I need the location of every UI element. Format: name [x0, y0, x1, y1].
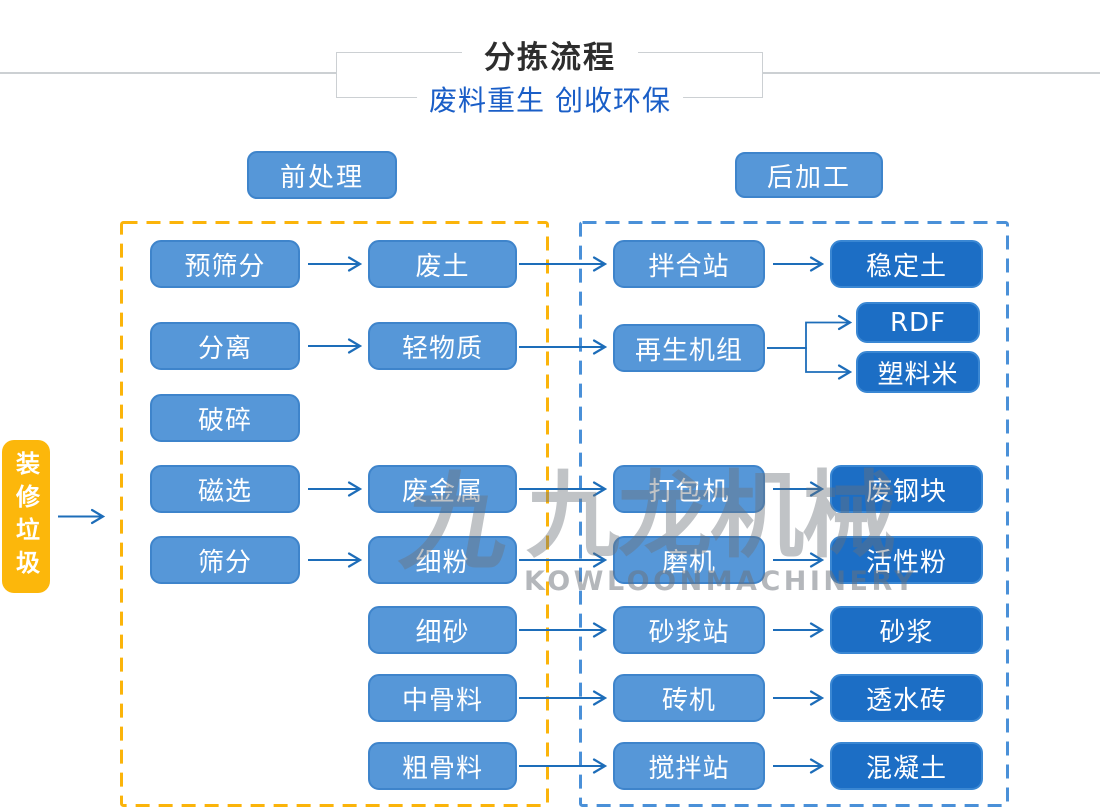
arrowhead-icon	[592, 758, 608, 774]
arrowhead-icon	[90, 508, 106, 525]
arrowhead-icon	[347, 481, 363, 497]
node-sf: 筛分	[150, 536, 300, 584]
node-label: 细粉	[415, 547, 470, 578]
node-label: 磨机	[661, 547, 716, 578]
node-label: 砂浆	[879, 617, 934, 648]
node-label: 废钢块	[865, 476, 947, 507]
arrowhead-icon	[809, 481, 825, 497]
node-label: 搅拌站	[648, 753, 730, 784]
node-ps: 破碎	[150, 394, 300, 442]
preprocessing-dashed-region	[120, 221, 549, 807]
node-jbz: 搅拌站	[613, 742, 765, 790]
node-label: 筛分	[197, 547, 252, 578]
arrowhead-icon	[592, 256, 608, 272]
node-source-decoration-waste: 装修垃圾	[2, 440, 50, 593]
node-zsjz: 再生机组	[613, 324, 765, 372]
node-hnt: 混凝土	[830, 742, 983, 790]
node-label: RDF	[889, 307, 947, 338]
postprocessing-dashed-region	[579, 221, 1009, 807]
node-fl: 分离	[150, 322, 300, 370]
node-sjz: 砂浆站	[613, 606, 765, 654]
node-label: 砖机	[661, 685, 716, 716]
node-label: 废金属	[401, 476, 483, 507]
node-bhz: 拌合站	[613, 240, 765, 288]
flow-line	[767, 347, 848, 373]
node-tsz: 透水砖	[830, 674, 983, 722]
node-zgl: 中骨料	[368, 674, 517, 722]
arrowhead-icon	[592, 339, 608, 355]
section-label-postprocessing: 后加工	[735, 152, 883, 198]
node-label: 打包机	[648, 476, 730, 507]
node-xf2: 细粉	[368, 536, 517, 584]
arrowhead-icon	[809, 552, 825, 568]
arrowhead-icon	[592, 690, 608, 706]
node-zj: 砖机	[613, 674, 765, 722]
page-title: 分拣流程	[462, 40, 638, 76]
node-label: 稳定土	[865, 251, 947, 282]
node-hxf: 活性粉	[830, 536, 983, 584]
arrowhead-icon	[592, 481, 608, 497]
arrowhead-icon	[347, 256, 363, 272]
arrowhead-icon	[837, 364, 853, 380]
node-mj: 磨机	[613, 536, 765, 584]
node-qwz: 轻物质	[368, 322, 517, 370]
arrowhead-icon	[809, 758, 825, 774]
node-label: 磁选	[197, 476, 252, 507]
arrowhead-icon	[809, 256, 825, 272]
node-xs: 细砂	[368, 606, 517, 654]
node-label: 分离	[197, 333, 252, 364]
node-label: 拌合站	[648, 251, 730, 282]
node-dbj: 打包机	[613, 465, 765, 513]
arrowhead-icon	[837, 314, 853, 331]
node-label: 塑料米	[877, 359, 959, 390]
node-fjs: 废金属	[368, 465, 517, 513]
node-label: 轻物质	[401, 333, 483, 364]
node-wdt: 稳定土	[830, 240, 983, 288]
node-cgl: 粗骨料	[368, 742, 517, 790]
node-slm: 塑料米	[856, 351, 980, 393]
node-cx: 磁选	[150, 465, 300, 513]
arrowhead-icon	[347, 552, 363, 568]
arrowhead-icon	[592, 622, 608, 638]
node-label: 中骨料	[401, 685, 483, 716]
arrowhead-icon	[809, 690, 825, 706]
node-label: 粗骨料	[401, 753, 483, 784]
node-label: 透水砖	[865, 685, 947, 716]
node-label: 破碎	[197, 405, 252, 436]
arrowhead-icon	[592, 552, 608, 568]
node-label: 活性粉	[865, 547, 947, 578]
node-label: 混凝土	[865, 753, 947, 784]
node-fgk: 废钢块	[830, 465, 983, 513]
node-label: 细砂	[415, 617, 470, 648]
section-label-preprocessing: 前处理	[247, 151, 397, 199]
node-yxf: 预筛分	[150, 240, 300, 288]
node-rdf: RDF	[856, 302, 980, 343]
node-label: 预筛分	[184, 251, 266, 282]
arrowhead-icon	[809, 622, 825, 638]
node-label: 废土	[415, 251, 470, 282]
node-label: 再生机组	[634, 335, 743, 366]
arrowhead-icon	[347, 338, 363, 354]
node-ft: 废土	[368, 240, 517, 288]
page-subtitle: 废料重生 创收环保	[417, 84, 683, 118]
node-label: 砂浆站	[648, 617, 730, 648]
flow-line	[767, 321, 848, 349]
node-sj: 砂浆	[830, 606, 983, 654]
